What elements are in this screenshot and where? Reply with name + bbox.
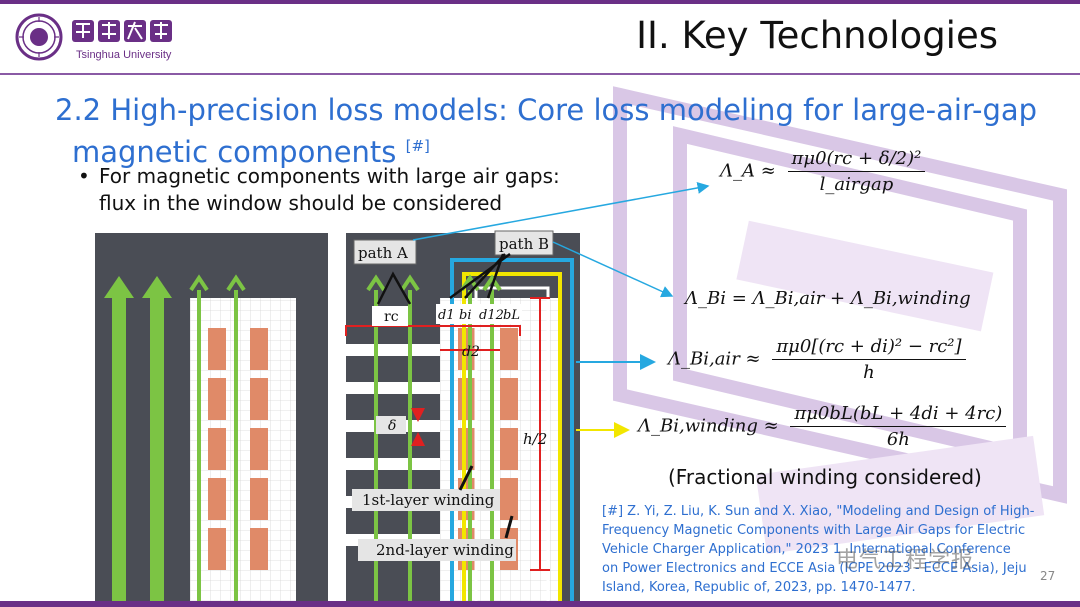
- reference-citation: [#] Z. Yi, Z. Liu, K. Sun and X. Xiao, "…: [602, 502, 1042, 597]
- second-layer-winding-label: 2nd-layer winding: [376, 541, 514, 559]
- section-subtitle: 2.2 High-precision loss models: Core los…: [55, 92, 1045, 170]
- first-layer-winding-label: 1st-layer winding: [362, 491, 495, 509]
- formula-lambda-a-numerator: πμ0(rc + δ/2)²: [787, 148, 926, 172]
- bi-label: bi: [459, 308, 471, 323]
- bl-label: bL: [503, 308, 520, 323]
- bullet-point: • For magnetic components with large air…: [78, 163, 560, 217]
- fractional-winding-note: (Fractional winding considered): [668, 465, 982, 489]
- formula-lambda-bi-winding-numerator: πμ0bL(bL + 4di + 4rc): [790, 403, 1007, 427]
- reference-line5: Island, Korea, Republic of, 2023, pp. 14…: [602, 580, 916, 595]
- reference-line3: Vehicle Charger Application," 2023 1 Int…: [602, 542, 1011, 557]
- d1-label: d1: [438, 308, 455, 323]
- bullet-line1: For magnetic components with large air g…: [99, 164, 560, 188]
- subtitle-ref-mark: [#]: [405, 137, 430, 155]
- arrow-to-lambda-bi: [552, 241, 674, 298]
- formula-lambda-bi-air-denominator: h: [863, 362, 875, 383]
- left-flux-arrows: [104, 274, 246, 601]
- bottom-accent-bar: [0, 601, 1080, 607]
- rc-label: rc: [384, 309, 399, 325]
- formula-lambda-bi-winding-lhs: Λ_Bi,winding ≈: [638, 415, 779, 437]
- d12-label: d12: [479, 308, 504, 323]
- reference-line4: on Power Electronics and ECCE Asia (ICPE…: [602, 561, 1027, 576]
- path-b-outer-line: [450, 258, 574, 601]
- left-winding-blocks: [208, 328, 268, 570]
- page-number: 27: [1040, 569, 1056, 583]
- dimension-lines: [345, 297, 550, 571]
- formula-lambda-bi: Λ_Bi = Λ_Bi,air + Λ_Bi,winding: [685, 288, 971, 309]
- bullet-symbol: •: [78, 164, 90, 188]
- formula-lambda-bi-winding-denominator: 6h: [886, 429, 910, 450]
- university-name: Tsinghua University: [76, 49, 172, 61]
- formula-lambda-bi-winding: Λ_Bi,winding ≈ πμ0bL(bL + 4di + 4rc) 6h: [638, 403, 1007, 450]
- d2-label: d2: [462, 344, 480, 360]
- path-b-label: path B: [499, 235, 549, 253]
- reference-line1: [#] Z. Yi, Z. Liu, K. Sun and X. Xiao, "…: [602, 504, 1035, 519]
- subtitle-line2: magnetic components: [72, 135, 397, 169]
- wechat-watermark: 电气工程学报: [836, 548, 975, 573]
- arrow-to-lambda-a: [412, 181, 710, 241]
- formula-lambda-a-denominator: l_airgap: [819, 174, 894, 195]
- half-height-label: h/2: [523, 430, 547, 448]
- formula-lambda-bi-air: Λ_Bi,air ≈ πμ0[(rc + di)² − rc²] h: [668, 336, 966, 383]
- formula-lambda-a: Λ_A ≈ πμ0(rc + δ/2)² l_airgap: [720, 148, 926, 195]
- left-core-panel: [95, 233, 328, 601]
- tsinghua-logo: Tsinghua University: [15, 13, 172, 61]
- header-divider: [0, 73, 1080, 75]
- path-b-yellow-line: [462, 272, 562, 601]
- formula-lambda-a-lhs: Λ_A ≈: [720, 160, 776, 182]
- formula-lambda-bi-air-lhs: Λ_Bi,air ≈: [668, 348, 761, 370]
- delta-label: δ: [388, 418, 396, 434]
- slide-title: II. Key Technologies: [636, 14, 998, 57]
- reference-line2: Frequency Magnetic Components with Large…: [602, 523, 1026, 538]
- formula-lambda-bi-air-numerator: πμ0[(rc + di)² − rc²]: [772, 336, 966, 360]
- top-accent-bar: [0, 0, 1080, 4]
- path-a-label: path A: [358, 244, 408, 262]
- bullet-line2: flux in the window should be considered: [99, 191, 503, 215]
- subtitle-line1: 2.2 High-precision loss models: Core los…: [55, 93, 1038, 127]
- right-core-panel: path A path B rc d1 bi d12 bL d2 δ h/2 1…: [345, 230, 580, 601]
- background-device-illustration: [613, 86, 1067, 555]
